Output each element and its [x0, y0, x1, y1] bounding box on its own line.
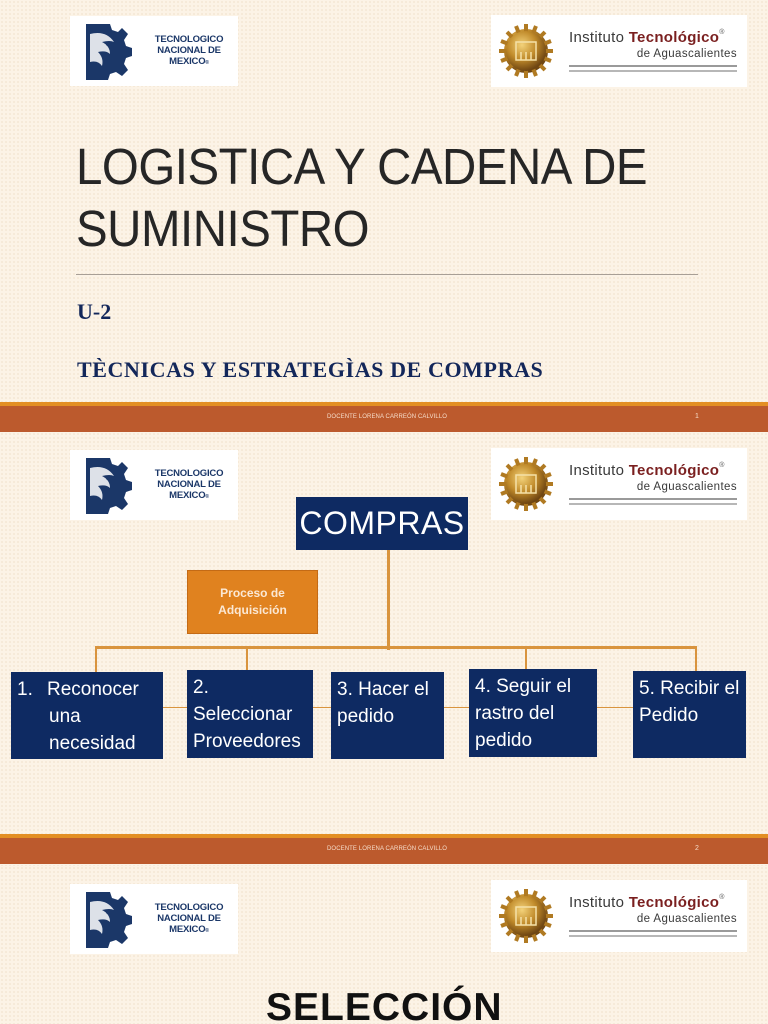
- tecnm-logo-text: TECNOLOGICO NACIONAL DE MEXICO®: [140, 468, 238, 503]
- slide-2: TECNOLOGICO NACIONAL DE MEXICO® Institu: [0, 432, 768, 866]
- step-3-box: 3. Hacer el pedido: [331, 672, 444, 759]
- step-text: Seleccionar: [193, 704, 293, 725]
- tecnm-logo: TECNOLOGICO NACIONAL DE MEXICO®: [70, 884, 238, 954]
- slide-3: TECNOLOGICO NACIONAL DE MEXICO® Institu: [0, 866, 768, 1024]
- connector-1-2: [163, 707, 187, 708]
- tecnm-line2: NACIONAL DE MEXICO: [157, 912, 221, 935]
- step-1-box: 1. Reconocer una necesidad: [11, 672, 163, 759]
- connector-4-5: [597, 707, 633, 708]
- ita-rule: [569, 70, 737, 72]
- connector-step-1: [95, 646, 97, 672]
- slide-number: 1: [695, 413, 699, 420]
- tecnm-line2: NACIONAL DE MEXICO: [157, 478, 221, 501]
- ita-seal-icon: [499, 889, 553, 943]
- ita-logo: Instituto Tecnológico® de Aguascalientes: [491, 448, 747, 520]
- footer-docente: DOCENTE LORENA CARREÓN CALVILLO: [327, 414, 448, 420]
- registered-mark: ®: [205, 59, 209, 66]
- slide-number: 2: [695, 845, 699, 852]
- section-heading: SELECCIÓN: [266, 986, 503, 1024]
- registered-mark: ®: [205, 493, 209, 500]
- ita-word-instituto: Instituto: [569, 29, 625, 46]
- tecnm-logo: TECNOLOGICO NACIONAL DE MEXICO®: [70, 16, 238, 86]
- tecnm-line2: NACIONAL DE MEXICO: [157, 44, 221, 67]
- ita-logo-text: Instituto Tecnológico® de Aguascalientes: [569, 890, 737, 942]
- slide-footer: DOCENTE LORENA CARREÓN CALVILLO 1: [0, 402, 768, 432]
- ita-word-tecnologico: Tecnológico: [628, 29, 720, 46]
- ita-logo: Instituto Tecnológico® de Aguascalientes: [491, 880, 747, 952]
- ita-word-aguascalientes: de Aguascalientes: [636, 913, 737, 925]
- tecnm-logo: TECNOLOGICO NACIONAL DE MEXICO®: [70, 450, 238, 520]
- tecnm-gear-eagle-icon: [86, 24, 132, 80]
- registered-mark: ®: [205, 927, 209, 934]
- ita-rule: [569, 930, 737, 932]
- step-number: 2.: [193, 677, 209, 698]
- presentation-title: LOGISTICA Y CADENA DE SUMINISTRO: [76, 138, 648, 257]
- tecnm-logo-text: TECNOLOGICO NACIONAL DE MEXICO®: [140, 902, 238, 937]
- step-4-box: 4. Seguir el rastro del pedido: [469, 669, 597, 757]
- title-divider: [76, 274, 698, 275]
- tecnm-gear-eagle-icon: [86, 892, 132, 948]
- connector-horizontal-bus: [95, 646, 697, 649]
- ita-logo-text: Instituto Tecnológico® de Aguascalientes: [569, 25, 737, 77]
- connector-step-5: [695, 646, 697, 671]
- ita-word-instituto: Instituto: [569, 462, 625, 479]
- connector-root-vertical: [387, 550, 390, 650]
- ita-rule: [569, 498, 737, 500]
- slide-1: TECNOLOGICO NACIONAL DE MEXICO®: [0, 0, 768, 432]
- registered-mark: ®: [719, 29, 725, 36]
- ita-word-aguascalientes: de Aguascalientes: [636, 481, 737, 493]
- step-number: 1.: [17, 679, 33, 700]
- ita-rule: [569, 65, 737, 67]
- ita-word-instituto: Instituto: [569, 894, 625, 911]
- step-text: una: [49, 706, 81, 727]
- registered-mark: ®: [719, 894, 725, 901]
- slide-footer: DOCENTE LORENA CARREÓN CALVILLO 2: [0, 834, 768, 864]
- tecnm-logo-text: TECNOLOGICO NACIONAL DE MEXICO®: [140, 34, 238, 69]
- step-5-box: 5. Recibir el Pedido: [633, 671, 746, 758]
- compras-root-box: COMPRAS: [296, 497, 468, 550]
- ita-word-tecnologico: Tecnológico: [628, 462, 720, 479]
- tecnm-line1: TECNOLOGICO: [154, 901, 224, 913]
- ita-logo-text: Instituto Tecnológico® de Aguascalientes: [569, 458, 737, 510]
- ita-rule: [569, 935, 737, 937]
- ita-seal-icon: [499, 457, 553, 511]
- step-text: necesidad: [49, 733, 136, 754]
- ita-word-aguascalientes: de Aguascalientes: [636, 48, 737, 60]
- step-text: Reconocer: [47, 679, 139, 700]
- step-2-box: 2. Seleccionar Proveedores: [187, 670, 313, 758]
- ita-rule: [569, 503, 737, 505]
- presentation-subtitle: TÈCNICAS Y ESTRATEGÌAS DE COMPRAS: [77, 357, 544, 382]
- step-text: Proveedores: [193, 731, 301, 752]
- tecnm-gear-eagle-icon: [86, 458, 132, 514]
- connector-step-4: [525, 646, 527, 669]
- proceso-adquisicion-box: Proceso de Adquisición: [187, 570, 318, 634]
- footer-docente: DOCENTE LORENA CARREÓN CALVILLO: [327, 846, 448, 852]
- tecnm-line1: TECNOLOGICO: [154, 33, 224, 45]
- unit-label: U-2: [77, 299, 112, 324]
- ita-word-tecnologico: Tecnológico: [628, 894, 720, 911]
- tecnm-line1: TECNOLOGICO: [154, 467, 224, 479]
- connector-3-4: [444, 707, 469, 708]
- connector-2-3: [313, 707, 331, 708]
- ita-seal-icon: [499, 24, 553, 78]
- registered-mark: ®: [719, 462, 725, 469]
- connector-step-2: [246, 646, 248, 670]
- ita-logo: Instituto Tecnológico® de Aguascalientes: [491, 15, 747, 87]
